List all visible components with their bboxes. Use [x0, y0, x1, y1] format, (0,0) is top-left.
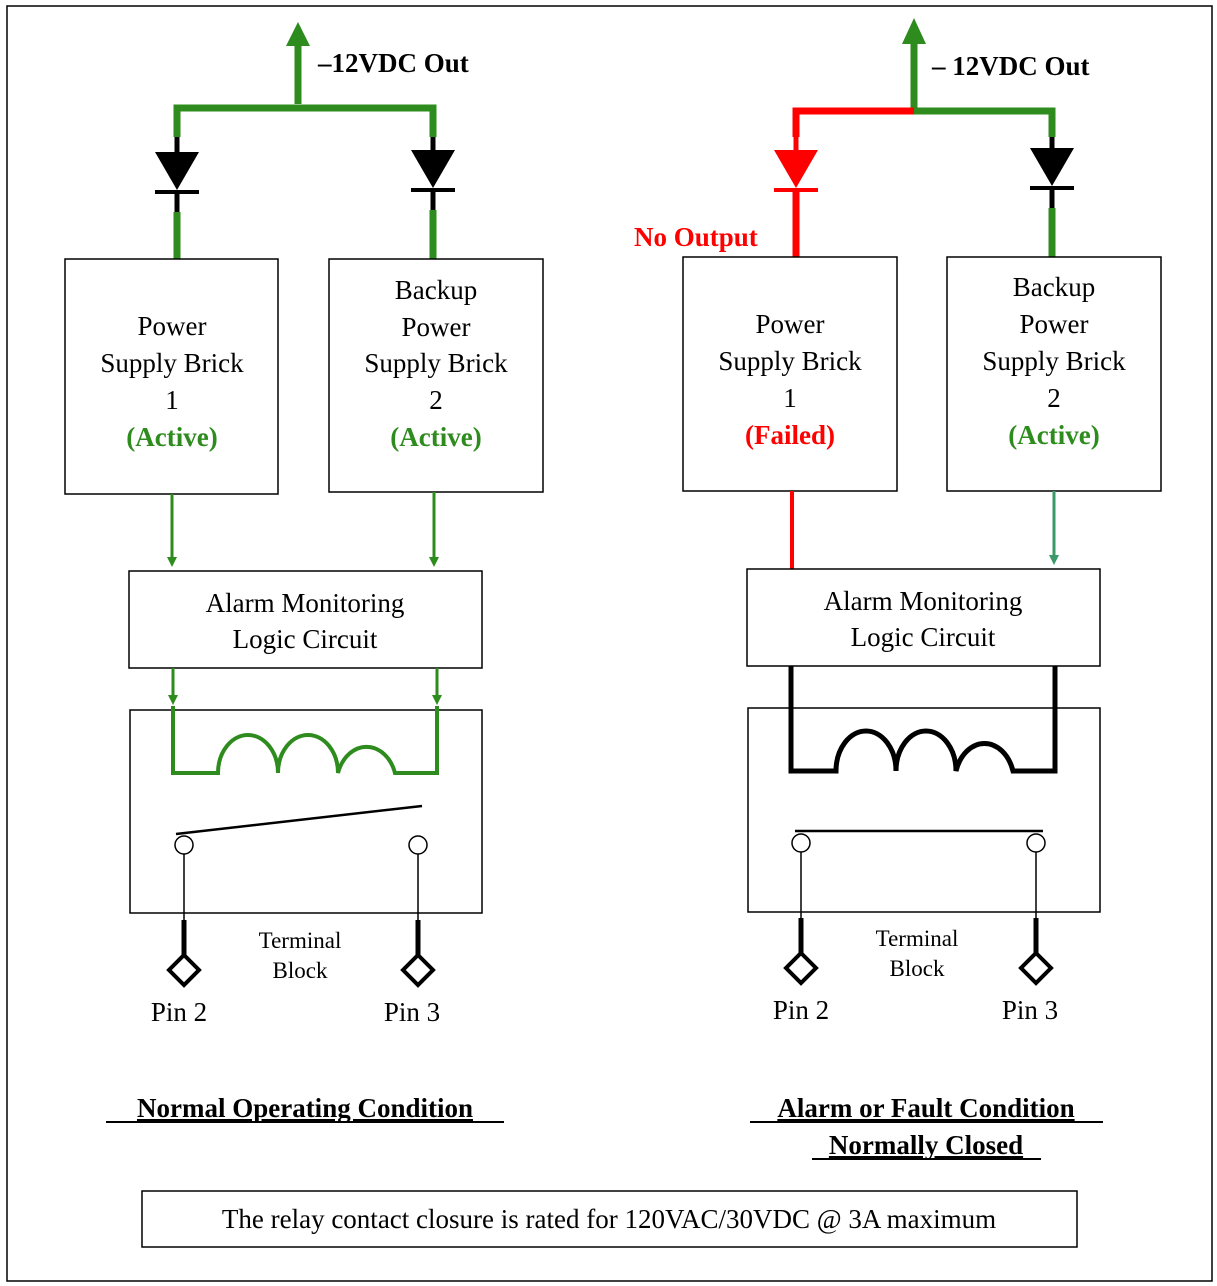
pin-3-terminal-icon [400, 952, 436, 988]
alarm-r-line1: Alarm Monitoring [824, 586, 1023, 616]
brick-2-line3: Supply Brick [364, 348, 508, 378]
relay-coil-icon-right [788, 666, 1058, 774]
brick-1r-line2: Supply Brick [718, 346, 862, 376]
brick-2-line2: Power [402, 312, 471, 342]
outer-frame [6, 5, 1213, 1282]
power-supply-brick-1-failed [682, 256, 898, 492]
brick-1r-line3: 1 [783, 383, 797, 413]
normal-condition-diagram: –12VDC Out Power Supply Brick 1 (Active)… [64, 22, 544, 1123]
contact-a-icon [174, 835, 194, 855]
power-supply-brick-1 [64, 258, 279, 495]
normal-condition-caption: Normal Operating Condition [137, 1093, 473, 1123]
backup-power-supply-brick-2 [328, 258, 544, 493]
diode-1-failed-icon [774, 150, 818, 188]
rating-note-text: The relay contact closure is rated for 1… [222, 1204, 996, 1234]
pin-2-label: Pin 2 [151, 997, 207, 1027]
brick-2-status: (Active) [390, 422, 481, 452]
relay-coil-icon [171, 706, 439, 775]
alarm-line2: Logic Circuit [233, 624, 378, 654]
brick-1r-status: (Failed) [745, 420, 835, 450]
brick-1-status: (Active) [126, 422, 217, 452]
diode-2-icon [411, 150, 455, 188]
terminal-block-r-label-2: Block [890, 956, 945, 981]
brick-2r-status: (Active) [1008, 420, 1099, 450]
terminal-block-r-label-1: Terminal [876, 926, 959, 951]
alarm-monitoring-logic-right [746, 568, 1101, 667]
fault-condition-caption-2: Normally Closed [829, 1130, 1023, 1160]
brick-1-line2: Supply Brick [100, 348, 244, 378]
pin-3-label: Pin 3 [384, 997, 440, 1027]
output-arrow-icon [286, 22, 310, 46]
relay-box-right [747, 707, 1101, 913]
brick-2-line1: Backup [395, 275, 477, 305]
terminal-block-label-1: Terminal [259, 928, 342, 953]
brick-2r-line2: Power [1020, 309, 1089, 339]
rating-note-box [141, 1190, 1078, 1248]
fault-condition-caption-1: Alarm or Fault Condition [777, 1093, 1074, 1123]
pin-2-terminal-icon [166, 952, 202, 988]
relay-switch-open [175, 804, 423, 836]
brick-2r-line1: Backup [1013, 272, 1095, 302]
brick-2-line4: 2 [429, 385, 443, 415]
diode-1-icon [155, 152, 199, 190]
output-label: –12VDC Out [317, 48, 469, 78]
brick-1-line3: 1 [165, 385, 179, 415]
no-output-label: No Output [634, 222, 758, 252]
relay-box [129, 709, 483, 914]
contact-b-icon [408, 835, 428, 855]
contact-b-icon-right [1026, 833, 1046, 853]
brick-1-line1: Power [138, 311, 207, 341]
pin-3-terminal-icon-right [1018, 950, 1054, 986]
pin-2-terminal-icon-right [783, 950, 819, 986]
backup-power-supply-brick-2-right [946, 256, 1162, 492]
brick-1r-line1: Power [756, 309, 825, 339]
brick-2r-line3: Supply Brick [982, 346, 1126, 376]
diode-2-icon-right [1030, 148, 1074, 186]
pin-2-label-right: Pin 2 [773, 995, 829, 1025]
alarm-r-line2: Logic Circuit [851, 622, 996, 652]
output-label-right: – 12VDC Out [931, 51, 1090, 81]
contact-a-icon-right [791, 833, 811, 853]
alarm-line1: Alarm Monitoring [206, 588, 405, 618]
fault-condition-diagram: – 12VDC Out No Output Power Supply Brick… [634, 18, 1162, 1160]
pin-3-label-right: Pin 3 [1002, 995, 1058, 1025]
brick-2r-line4: 2 [1047, 383, 1061, 413]
alarm-monitoring-logic [128, 570, 483, 669]
output-arrow-icon-right [902, 18, 926, 44]
terminal-block-label-2: Block [273, 958, 328, 983]
